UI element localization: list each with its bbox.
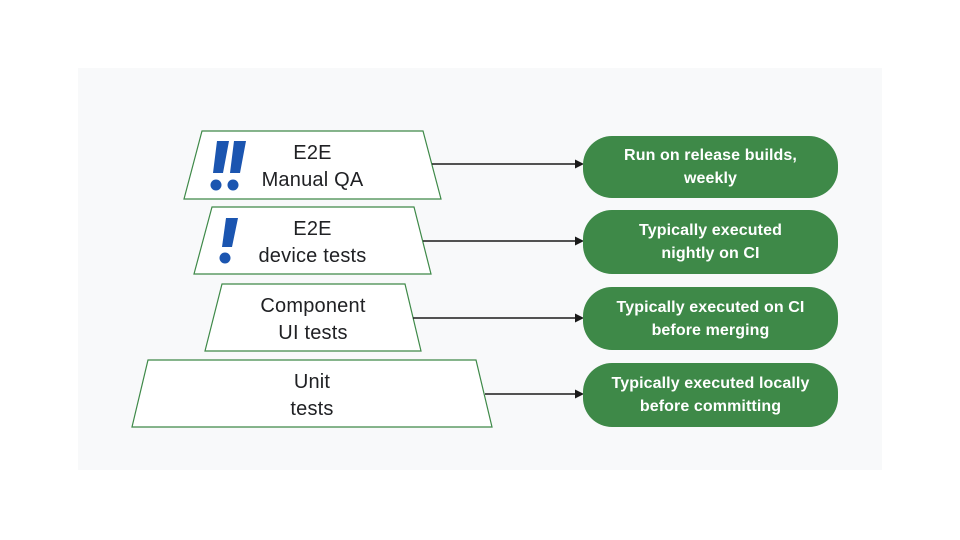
- tier-label-line2: device tests: [258, 244, 367, 267]
- tier-label-line1: Unit: [293, 370, 331, 393]
- arrow-row-4: [485, 389, 584, 399]
- note-line1: Run on release builds,: [624, 147, 797, 164]
- note-line2: before merging: [651, 321, 770, 339]
- tier-label-line1: Component: [260, 294, 366, 317]
- note-line1: Typically executed locally: [611, 375, 810, 392]
- trapezoid-e2e-device-tests: [193, 206, 432, 275]
- diagram-shapes-layer: [131, 130, 584, 428]
- trapezoid-unit-tests: [131, 359, 493, 428]
- arrow-row-2: [423, 236, 584, 246]
- tier-label-e2e-device-tests: E2E device tests: [194, 207, 431, 274]
- tier-label-line2: Manual QA: [261, 169, 364, 191]
- note-box-manual-qa: Run on release builds, weekly: [583, 136, 838, 198]
- note-line2: before committing: [639, 398, 782, 415]
- trapezoid-e2e-manual-qa: [183, 130, 442, 200]
- arrow-head-icon: [575, 159, 584, 169]
- tier-label-line1: E2E: [293, 217, 332, 240]
- note-box-unit-tests: Typically executed locally before commit…: [583, 363, 838, 427]
- arrow-row-1: [432, 159, 584, 169]
- note-box-component-ui-tests: Typically executed on CI before merging: [583, 287, 838, 350]
- slide-panel: E2E Manual QA E2E device tests Component…: [78, 68, 882, 470]
- tier-label-component-ui-tests: Component UI tests: [205, 284, 421, 351]
- arrow-head-icon: [575, 236, 584, 246]
- exclamation-icon: [219, 218, 238, 264]
- arrow-row-3: [413, 313, 584, 323]
- tier-label-line2: UI tests: [278, 321, 348, 344]
- trapezoid-component-ui-tests: [204, 283, 422, 352]
- note-line2: nightly on CI: [661, 245, 760, 262]
- tier-label-line1: E2E: [293, 142, 332, 164]
- double-exclamation-icon: [210, 141, 246, 191]
- note-line1: Typically executed on CI: [616, 298, 805, 316]
- arrow-head-icon: [575, 389, 584, 399]
- tier-label-e2e-manual-qa: E2E Manual QA: [184, 131, 441, 199]
- note-box-device-tests: Typically executed nightly on CI: [583, 210, 838, 274]
- tier-label-line2: tests: [290, 397, 334, 420]
- note-line1: Typically executed: [639, 222, 782, 239]
- note-line2: weekly: [683, 170, 738, 187]
- arrow-head-icon: [575, 313, 584, 323]
- tier-label-unit-tests: Unit tests: [132, 360, 492, 427]
